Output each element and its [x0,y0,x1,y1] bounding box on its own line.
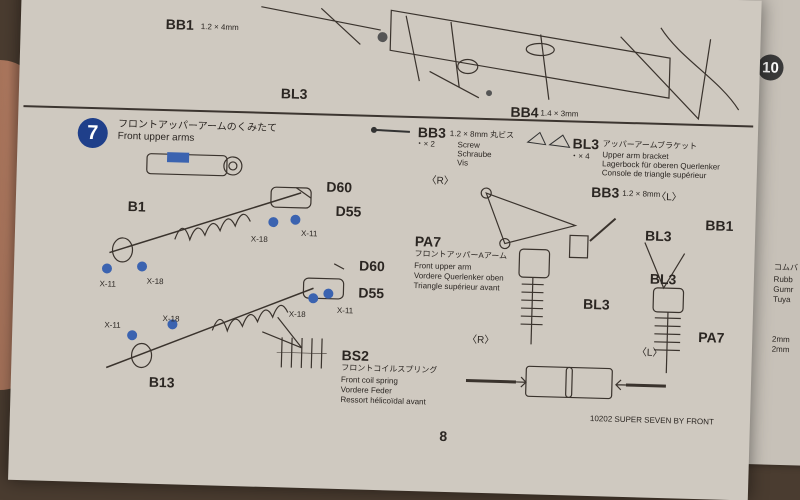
step-10-number: 10 [761,58,780,77]
right-text-1: Rubb [773,274,793,285]
label-r-top: 〈R〉 [426,175,454,188]
right-text-3: Tuya [772,294,791,305]
label-bl3-left1: BL3 [644,227,672,245]
label-bb3-right-size: 1.2 × 8mm [622,188,661,199]
chassis-drawing [261,6,740,121]
label-bl3-right: BL3 [582,295,610,313]
pa7-code: PA7 [414,233,442,250]
right-text-4: 2mm [771,334,790,345]
right-text-2: Gumr [773,284,794,295]
right-text-5: 2mm [771,344,790,355]
label-bb3-right: BB3 [591,183,620,201]
shock-assembly-drawing [101,152,345,369]
label-bl3-left2: BL3 [649,270,677,288]
instruction-page: BB1 1.2 × 4mm BL3 BB4 1.4 × 3mm 7 フロントアッ… [8,0,762,500]
label-pa7-right: PA7 [698,329,725,346]
parts-icons [370,126,571,148]
right-text-0: コムバ [773,262,799,273]
label-bb1-right: BB1 [705,217,734,234]
label-r-bottom: 〈R〉 [466,334,495,347]
page-number: 8 [439,427,448,445]
upper-arm-drawing [465,187,686,400]
label-l-bottom: 〈L〉 [636,347,663,360]
pa7-name-en: Front upper arm [414,261,472,272]
step-10-badge: 10 [757,54,784,81]
